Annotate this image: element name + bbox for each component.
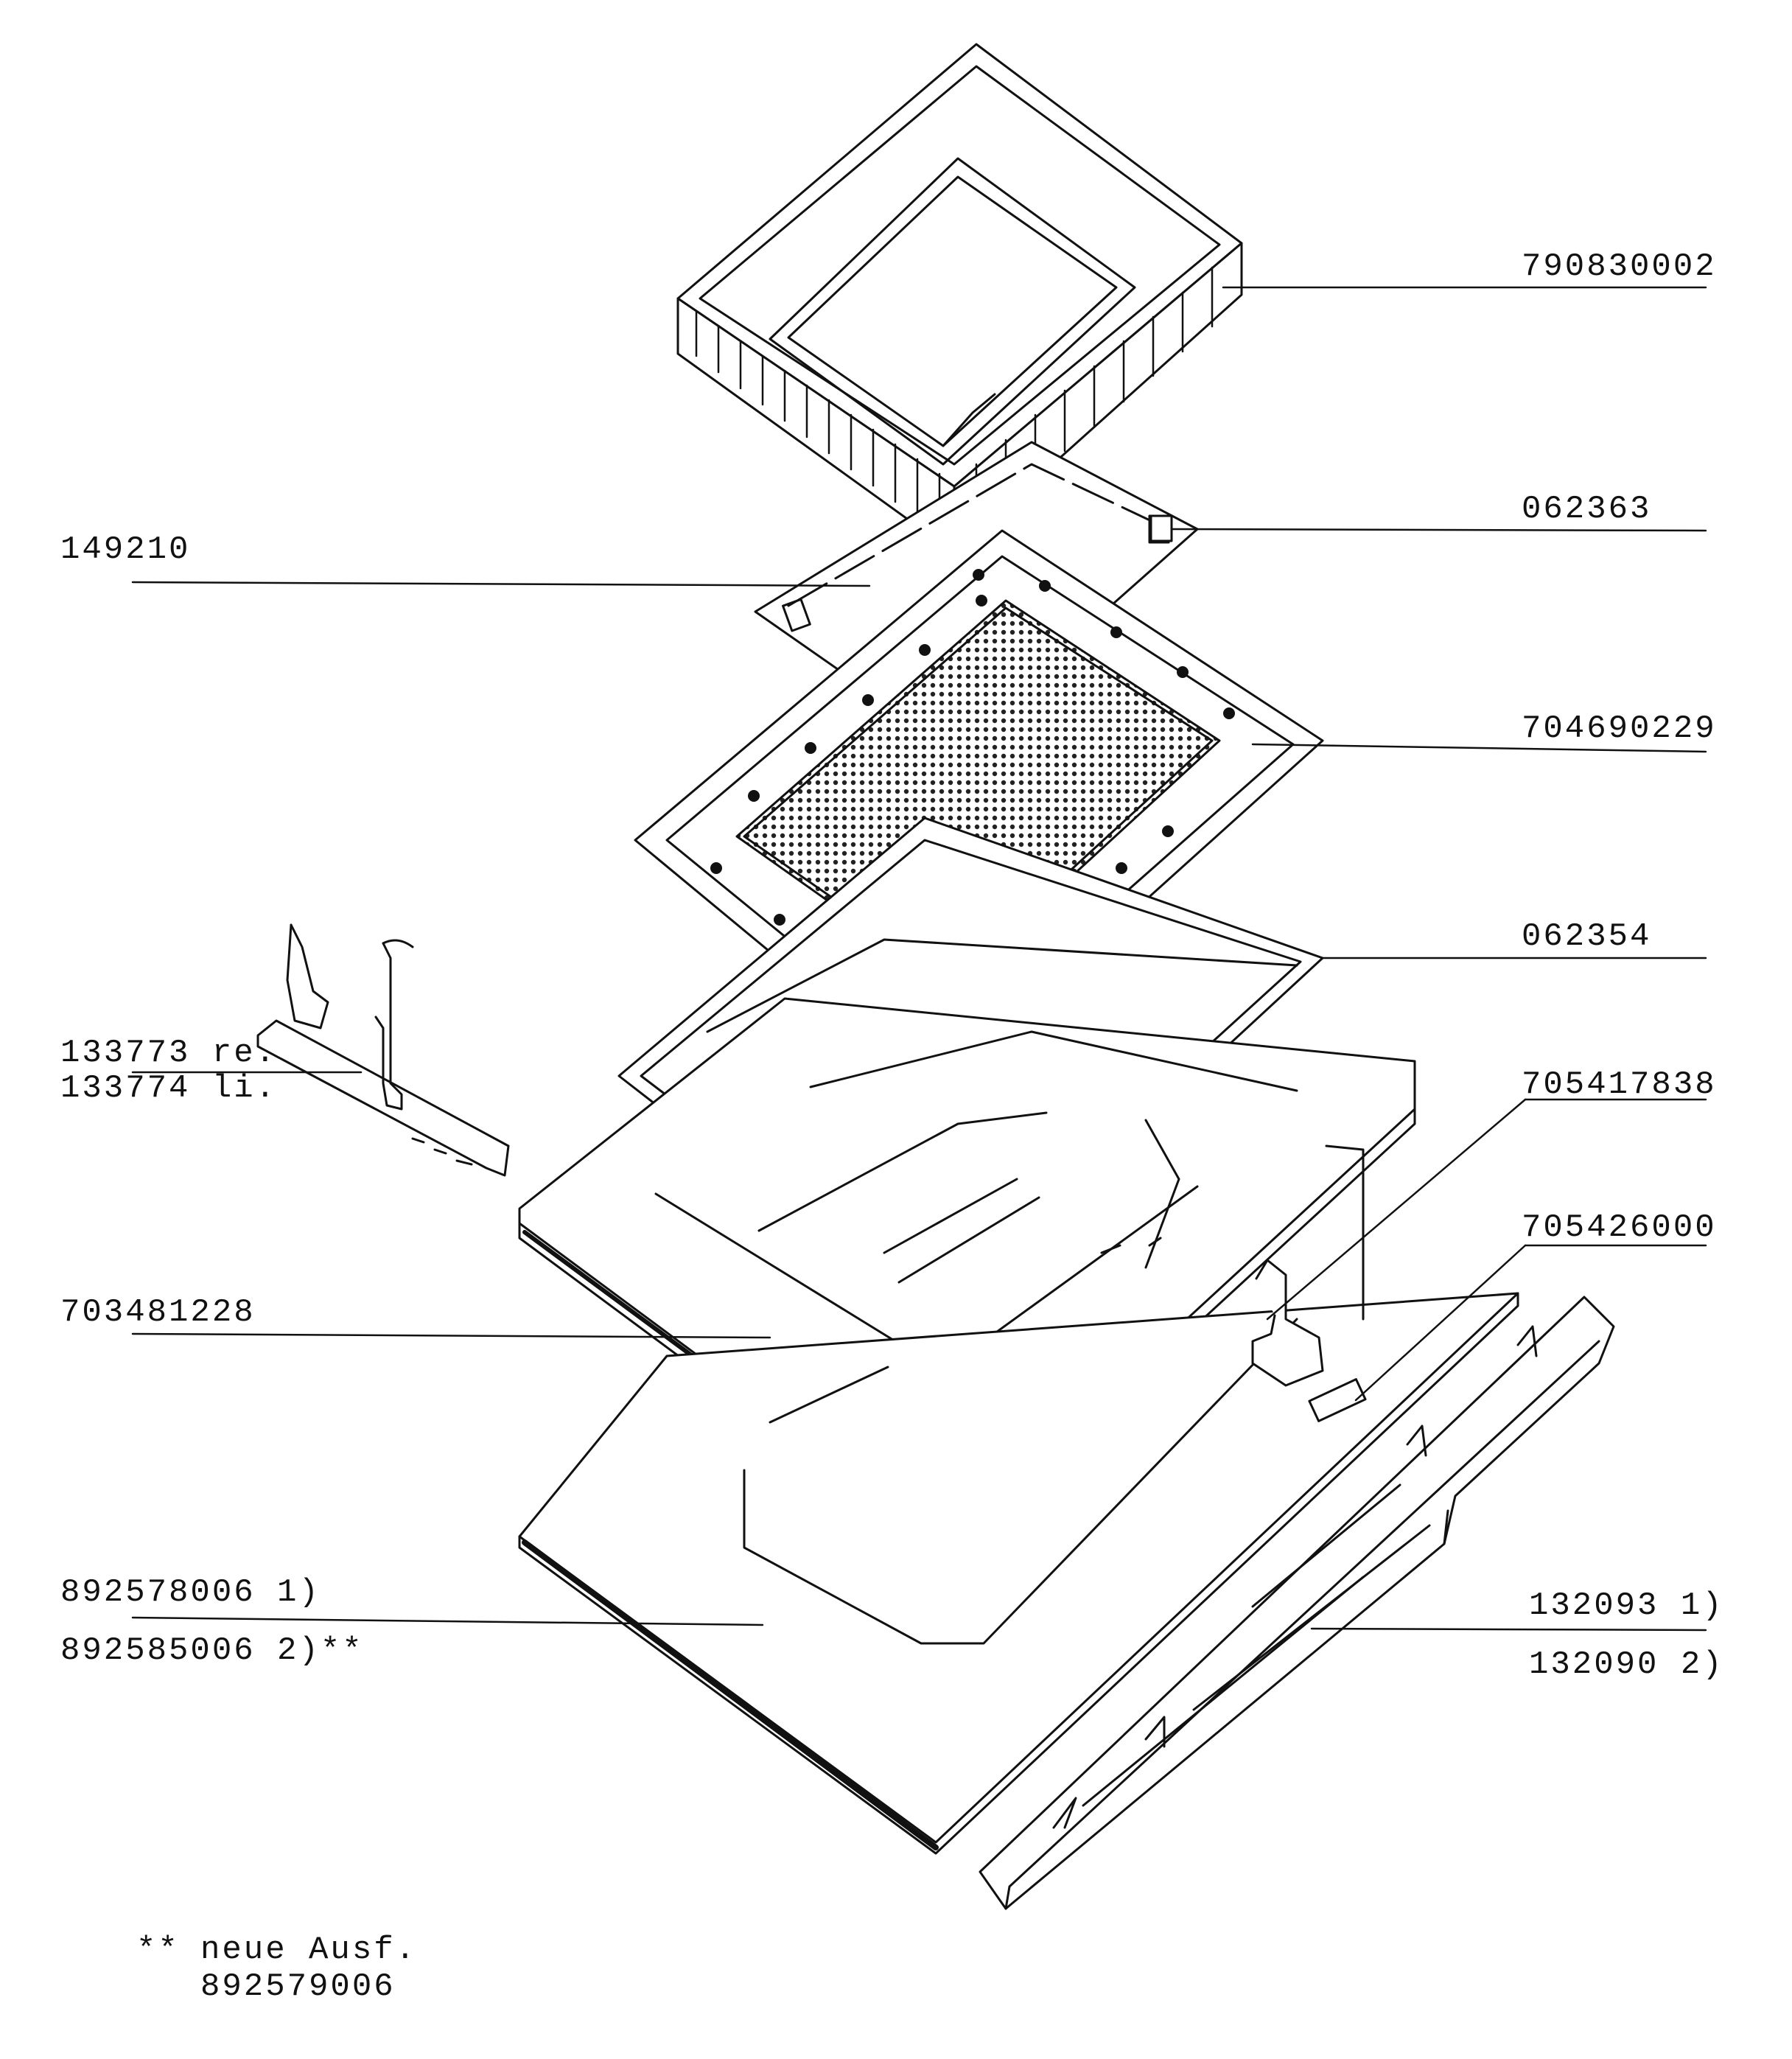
label-132093: 132093 1) (1529, 1587, 1724, 1624)
part-705417838-bracket (1251, 1259, 1367, 1422)
label-133774: 133774 li. (60, 1070, 278, 1107)
leader-132093 (1310, 1627, 1707, 1632)
label-790830002: 790830002 (1522, 248, 1717, 285)
part-062363-clip (1149, 514, 1173, 542)
leader-703481228 (131, 1332, 771, 1339)
label-703481228: 703481228 (60, 1294, 256, 1331)
footnote-line-1: neue Ausf. (200, 1932, 418, 1968)
leader-705417838 (1266, 1098, 1527, 1321)
label-133773: 133773 re. (60, 1035, 278, 1072)
part-790830002-top-seal-frame (676, 43, 1243, 554)
footnote-line-2: 892579006 (200, 1968, 396, 2005)
leader-705426000 (1354, 1244, 1527, 1402)
label-705417838: 705417838 (1522, 1066, 1717, 1103)
part-892578006-outer-door (518, 1144, 1519, 1855)
leader-892578006 (131, 1616, 764, 1626)
label-062354: 062354 (1522, 918, 1652, 955)
label-892578006: 892578006 1) (60, 1574, 321, 1611)
label-704690229: 704690229 (1522, 710, 1717, 747)
footnote-marker: ** (136, 1932, 180, 1968)
label-705426000: 705426000 (1522, 1209, 1717, 1246)
label-132090: 132090 2) (1529, 1646, 1724, 1683)
leader-062363 (1170, 528, 1707, 532)
label-149210: 149210 (60, 531, 191, 568)
part-132093-handle-bar (979, 1296, 1615, 1910)
part-133773-hinge-bracket (256, 923, 510, 1177)
leader-704690229 (1251, 743, 1707, 753)
label-062363: 062363 (1522, 491, 1652, 528)
leader-149210 (131, 581, 871, 587)
label-892585006: 892585006 2)** (60, 1632, 364, 1669)
